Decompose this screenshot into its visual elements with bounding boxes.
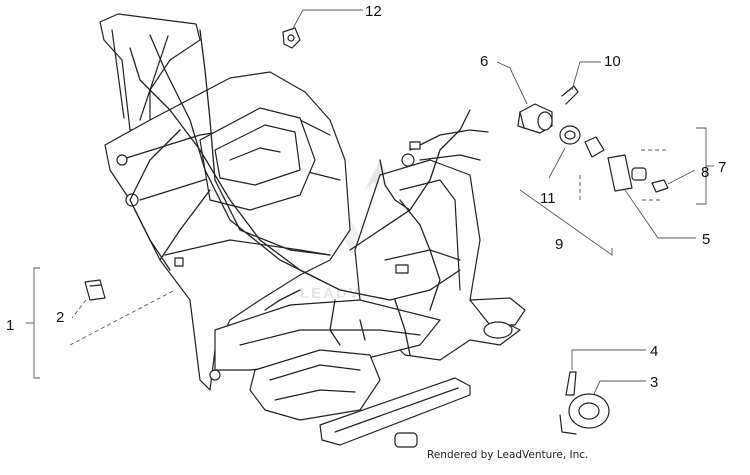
callout-6: 6 [480, 53, 488, 70]
part-3-horn [568, 393, 610, 429]
callout-4: 4 [650, 343, 658, 360]
callout-8: 8 [701, 164, 709, 181]
frame-assembly [99, 13, 526, 448]
callout-numbers: 1 2 3 4 5 6 7 8 9 10 11 12 [6, 3, 726, 391]
part-2-clip [84, 279, 106, 301]
callout-12: 12 [365, 3, 382, 20]
callout-3: 3 [650, 374, 658, 391]
callout-7: 7 [718, 159, 726, 176]
part-12-cable-clamp [282, 27, 301, 49]
wiring-harness [129, 29, 489, 356]
lock-assembly [517, 85, 669, 193]
leader-lines [26, 9, 714, 395]
horn-assembly [559, 371, 610, 435]
callout-1: 1 [6, 317, 14, 334]
callout-11: 11 [540, 190, 556, 207]
render-credit: Rendered by LeadVenture, Inc. [427, 449, 588, 461]
callout-2: 2 [56, 309, 64, 326]
part-8-key [631, 167, 647, 181]
part-5-plate [607, 154, 633, 192]
callout-5: 5 [702, 231, 710, 248]
callout-10: 10 [604, 53, 621, 70]
part-10-spring-clip [561, 85, 579, 105]
callout-9: 9 [555, 236, 563, 253]
part-4-bolt [565, 371, 577, 396]
